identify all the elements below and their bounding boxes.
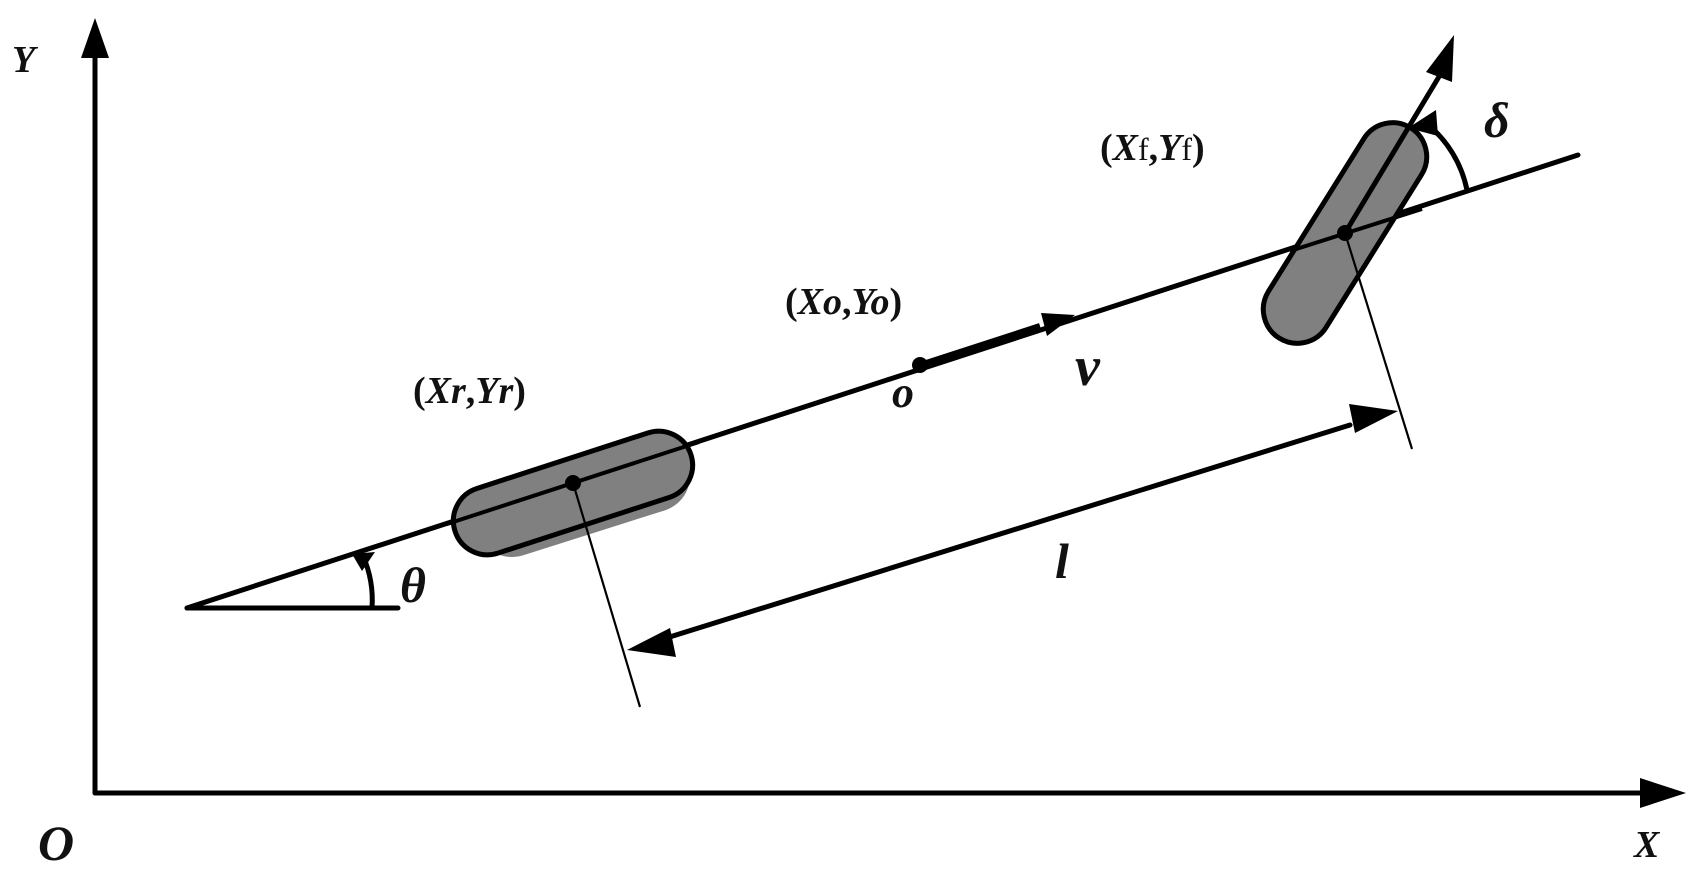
origin-label: O	[38, 815, 74, 871]
wheelbase-dimension-arrow	[627, 404, 1398, 657]
rear-perpendicular-line	[571, 482, 642, 708]
center-coordinate-label: (Xo,Yo)	[785, 281, 902, 323]
heading-angle-label: θ	[400, 557, 426, 613]
center-point-dot	[912, 357, 928, 373]
y-axis-label: Y	[12, 39, 39, 81]
delta-arc	[1408, 110, 1470, 193]
front-wheel-coordinate-label: (Xf,Yf)	[1100, 127, 1205, 169]
theta-arc	[352, 552, 375, 611]
y-axis	[81, 18, 109, 796]
velocity-arrow	[919, 313, 1075, 368]
velocity-label: v	[1075, 336, 1101, 398]
center-point-label: o	[892, 368, 914, 417]
front-perpendicular-line	[1343, 232, 1414, 450]
front-wheel-axis-segment	[1289, 207, 1423, 253]
x-axis-label: X	[1633, 824, 1661, 866]
steering-direction-arrow	[1342, 35, 1454, 236]
x-axis	[92, 778, 1686, 808]
rear-wheel-coordinate-label: (Xr,Yr)	[413, 370, 526, 412]
steering-angle-label: δ	[1484, 92, 1510, 148]
wheelbase-label: l	[1055, 533, 1069, 589]
rear-wheel-outline	[450, 428, 696, 558]
